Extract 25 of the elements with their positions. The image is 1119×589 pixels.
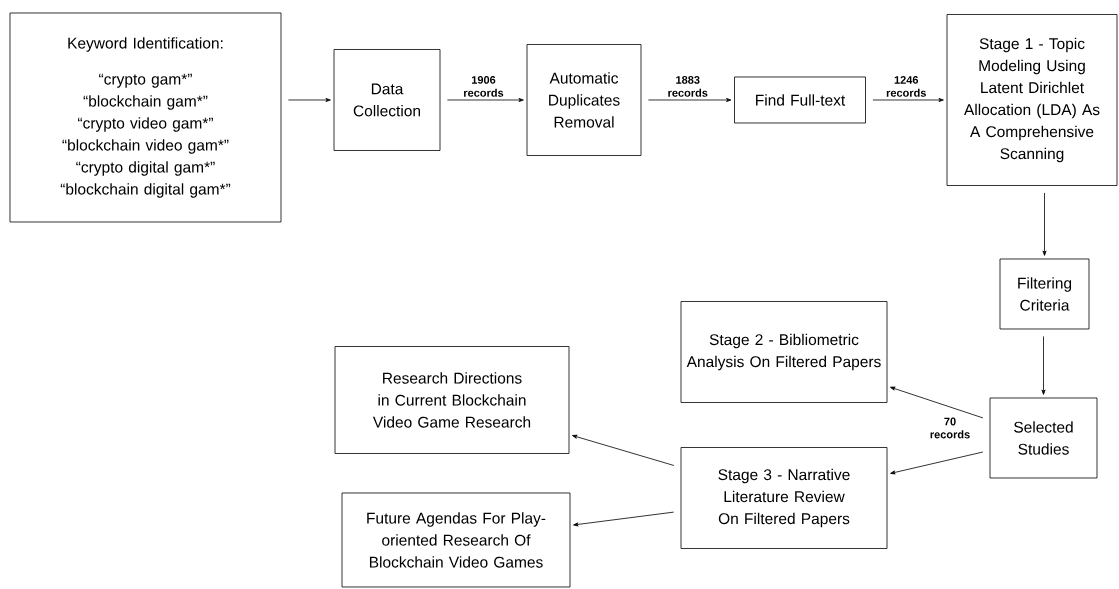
process-box: Selected Studies bbox=[989, 397, 1098, 479]
arrow bbox=[573, 511, 675, 527]
arrow bbox=[890, 386, 984, 419]
process-box: Data Collection bbox=[333, 49, 441, 151]
process-box: Research Directions in Current Blockchain Video Game Research bbox=[334, 346, 570, 454]
process-box: Filtering Criteria bbox=[999, 258, 1090, 330]
arrow bbox=[1042, 192, 1047, 256]
process-box: Future Agendas For Play-oriented Research Of Blockchain Video Games bbox=[341, 492, 571, 588]
process-box: Stage 3 - Narrative Literature Review On Filtered Papers bbox=[680, 447, 888, 549]
edge-label: 70 records bbox=[925, 416, 975, 440]
edge-label: 1906 records bbox=[464, 76, 504, 97]
arrow bbox=[648, 97, 732, 102]
process-box: Stage 1 - Topic Modeling Using Latent Dirichlet Allocation (LDA) As A Comprehensive Scanning bbox=[946, 14, 1118, 186]
edge-label: 1246 records bbox=[886, 76, 926, 97]
arrow bbox=[872, 97, 944, 102]
arrow bbox=[288, 97, 331, 102]
arrow bbox=[890, 451, 984, 475]
process-box: Keyword Identification: “crypto gam*” “blockchain gam*” “crypto video gam*” “blockchain video gam*” “crypto digital gam*” “blockchain digital gam*” bbox=[9, 12, 282, 223]
arrow bbox=[572, 434, 675, 466]
process-box: Stage 2 - Bibliometric Analysis On Filtered Papers bbox=[680, 301, 888, 403]
process-box: Automatic Duplicates Removal bbox=[526, 44, 642, 156]
edge-label: 1883 records bbox=[668, 76, 708, 97]
arrow bbox=[1041, 336, 1046, 395]
arrow bbox=[447, 97, 524, 102]
process-box: Find Full-text bbox=[734, 76, 866, 124]
